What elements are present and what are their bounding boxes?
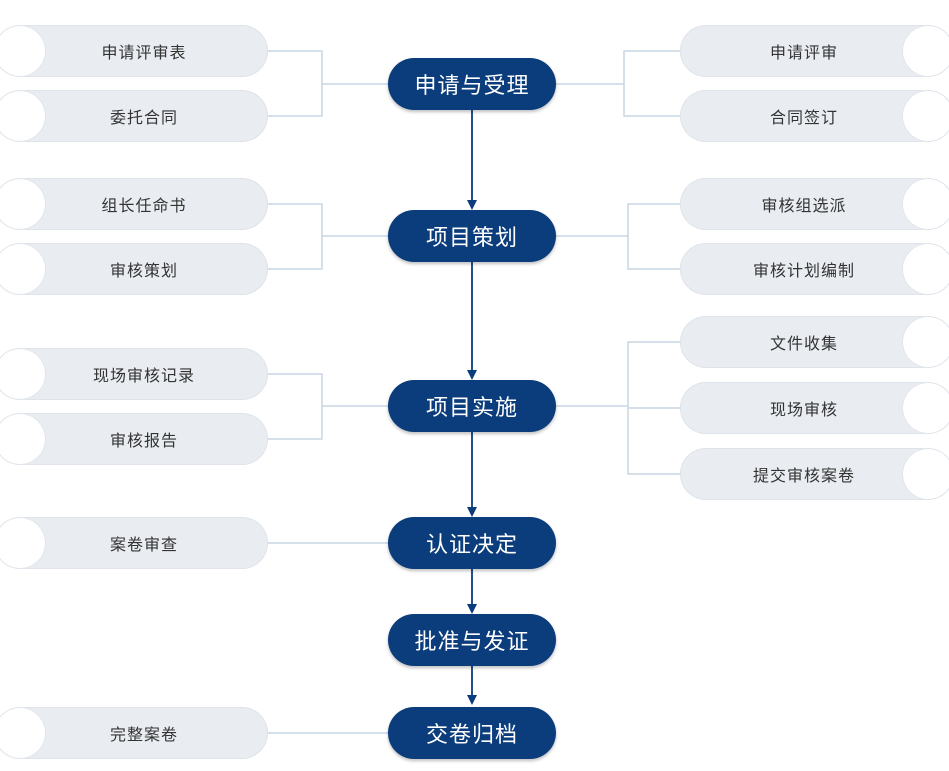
left-connectors xyxy=(268,50,388,734)
right-item-submit-audit-file: 提交审核案卷 xyxy=(680,448,949,500)
item-label: 申请评审表 xyxy=(101,43,187,62)
item-label: 现场审核记录 xyxy=(92,366,195,385)
step-label: 交卷归档 xyxy=(425,723,518,748)
item-label: 审核报告 xyxy=(109,431,178,450)
item-label: 申请评审 xyxy=(769,43,838,62)
item-label: 审核策划 xyxy=(109,261,178,280)
left-item-leader-appointment: 组长任命书 xyxy=(0,178,268,230)
left-item-audit-report: 审核报告 xyxy=(0,413,268,465)
step-label: 申请与受理 xyxy=(414,74,530,99)
left-item-file-review: 案卷审查 xyxy=(0,517,268,569)
step-label: 项目策划 xyxy=(425,226,518,251)
right-item-onsite-audit: 现场审核 xyxy=(680,382,949,434)
item-label: 组长任命书 xyxy=(101,196,187,215)
item-label: 委托合同 xyxy=(109,108,178,127)
item-label: 文件收集 xyxy=(769,334,838,353)
left-item-complete-file: 完整案卷 xyxy=(0,707,268,759)
left-item-audit-planning: 审核策划 xyxy=(0,243,268,295)
step-archive: 交卷归档 xyxy=(388,707,556,759)
item-label: 提交审核案卷 xyxy=(752,466,855,485)
step-label: 认证决定 xyxy=(425,533,518,558)
step-label: 批准与发证 xyxy=(414,630,530,655)
step-approval-issuance: 批准与发证 xyxy=(388,614,556,666)
right-item-application-review: 申请评审 xyxy=(680,25,949,77)
item-label: 案卷审查 xyxy=(109,535,178,554)
step-certification-decision: 认证决定 xyxy=(388,517,556,569)
item-label: 审核计划编制 xyxy=(752,261,855,280)
right-item-plan-preparation: 审核计划编制 xyxy=(680,243,949,295)
left-item-application-review-form: 申请评审表 xyxy=(0,25,268,77)
item-label: 合同签订 xyxy=(769,108,838,127)
step-apply-accept: 申请与受理 xyxy=(388,58,556,110)
left-item-onsite-audit-record: 现场审核记录 xyxy=(0,348,268,400)
right-item-team-assignment: 审核组选派 xyxy=(680,178,949,230)
step-label: 项目实施 xyxy=(425,396,518,421)
step-project-planning: 项目策划 xyxy=(388,210,556,262)
right-connectors xyxy=(556,50,680,475)
right-item-document-collection: 文件收集 xyxy=(680,316,949,368)
left-item-entrustment-contract: 委托合同 xyxy=(0,90,268,142)
item-label: 审核组选派 xyxy=(761,196,847,215)
right-item-contract-signing: 合同签订 xyxy=(680,90,949,142)
step-project-implementation: 项目实施 xyxy=(388,380,556,432)
item-label: 完整案卷 xyxy=(109,725,178,744)
item-label: 现场审核 xyxy=(769,400,838,419)
